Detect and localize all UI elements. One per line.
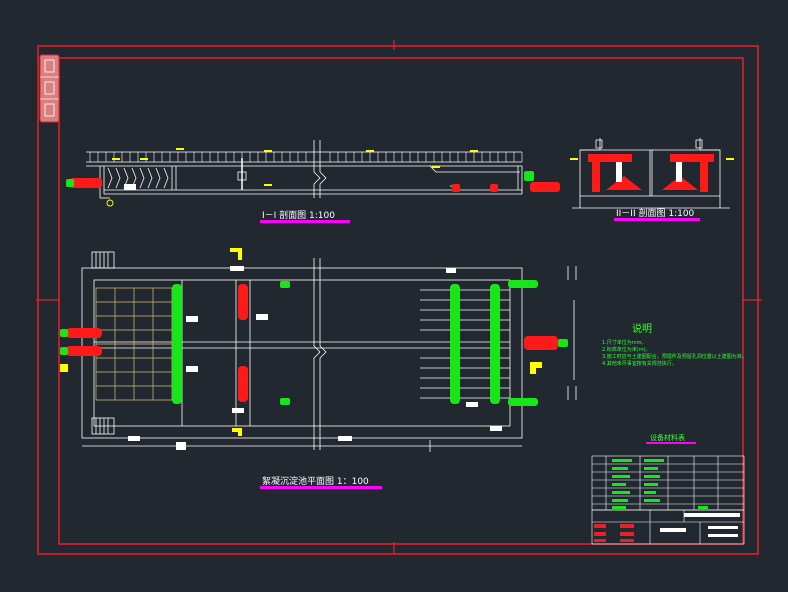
notes-line-1: 1.尺寸单位为mm。	[602, 339, 647, 346]
railing	[89, 152, 523, 162]
valve-icon	[567, 266, 577, 400]
plan-pipes	[60, 280, 568, 406]
section-2-pipes	[570, 154, 734, 192]
equipment-table-cells	[612, 459, 708, 509]
plan-tags	[128, 266, 502, 450]
plan-title-underline	[260, 486, 382, 489]
section-1-level-marks	[112, 148, 478, 186]
notes-heading: 说明	[632, 322, 652, 335]
section-1-pipes	[66, 171, 560, 207]
section-2-title: II－II 剖面图 1:100	[616, 207, 695, 219]
title-stamp-icon	[39, 54, 60, 123]
notes-line-3: 3.施工时应与土建图配合，预埋件及预留孔洞位置以土建图为准。	[602, 353, 747, 360]
title-block	[591, 509, 745, 545]
pipe-elbow-icon	[60, 248, 542, 436]
section-1-title-underline	[260, 220, 350, 223]
section-2-title-underline	[614, 218, 700, 221]
plan-title: 絮凝沉淀池平面图 1：100	[262, 475, 369, 487]
notes-line-4: 4.其他未尽事宜按有关规范执行。	[602, 360, 677, 367]
notes-line-2: 2.标高单位为米(m)。	[602, 346, 651, 353]
equipment-table-title: 设备材料表	[650, 433, 685, 442]
flocculation-grid	[95, 287, 173, 401]
inner-frame	[58, 57, 744, 545]
section-1-title: I－I 剖面图 1:100	[262, 209, 335, 221]
section-2-drawing	[572, 138, 730, 209]
title-block-fill	[594, 513, 740, 542]
